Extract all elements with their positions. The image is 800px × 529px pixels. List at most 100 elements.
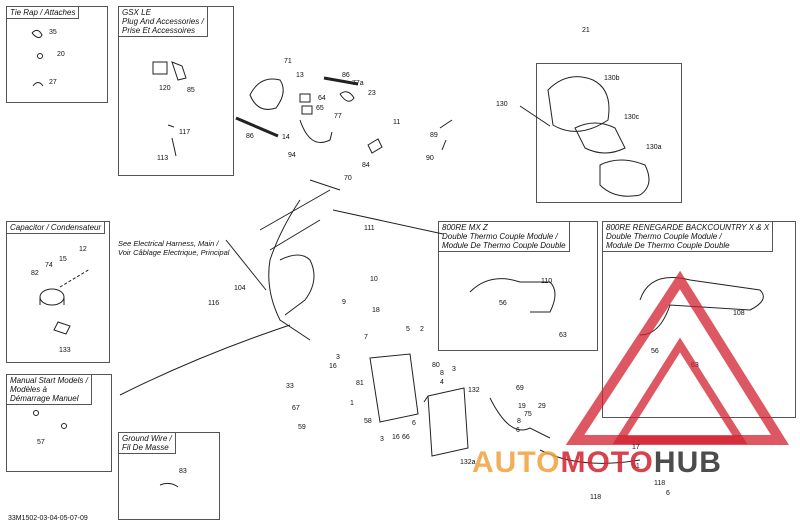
- callout-57: 57: [37, 439, 45, 446]
- group-box-130: [536, 63, 682, 203]
- callout-104: 104: [234, 285, 246, 292]
- callout-86: 86: [342, 72, 350, 79]
- plug-120: [152, 61, 168, 75]
- callout-17: 17: [632, 444, 640, 451]
- callout-6c: 6: [516, 427, 520, 434]
- callout-108: 108: [733, 310, 745, 317]
- wire-17: [539, 449, 641, 464]
- callout-8b: 8: [517, 418, 521, 425]
- callout-18: 18: [372, 307, 380, 314]
- callout-4: 4: [440, 379, 444, 386]
- callout-15: 15: [59, 256, 67, 263]
- tie-rap-20: [37, 53, 43, 59]
- watermark-hub: HUB: [653, 446, 722, 479]
- callout-16a: 16: [329, 363, 337, 370]
- callout-3b: 3: [380, 436, 384, 443]
- callout-120: 120: [159, 85, 171, 92]
- inset-tie-rap-title: Tie Rap / Attaches: [7, 7, 80, 19]
- tie-rap-35: [31, 29, 43, 39]
- callout-74: 74: [45, 262, 53, 269]
- wire-19: [489, 397, 551, 439]
- strap-86a: [235, 116, 279, 138]
- module-110: [469, 278, 556, 313]
- inset-capacitor: Capacitor / Condensateur 82 74 15 12 133: [6, 221, 110, 363]
- callout-82: 82: [31, 270, 39, 277]
- callout-3a: 3: [336, 354, 340, 361]
- bracket-133: [53, 321, 71, 335]
- callout-84: 84: [362, 162, 370, 169]
- callout-11: 11: [393, 119, 401, 126]
- callout-5: 5: [406, 326, 410, 333]
- callout-20: 20: [57, 51, 65, 58]
- callout-81: 81: [356, 380, 364, 387]
- lens-130c: [574, 122, 626, 154]
- callout-10: 10: [370, 276, 378, 283]
- capacitor-82: [39, 288, 65, 306]
- tie-rap-27: [32, 82, 44, 87]
- inset-manual-start-title: Manual Start Models / Modèles à Démarrag…: [7, 375, 92, 405]
- callout-71: 71: [284, 58, 292, 65]
- callout-133: 133: [59, 347, 71, 354]
- callout-13: 13: [296, 72, 304, 79]
- watermark-moto: MOTO: [560, 446, 654, 479]
- watermark-auto: AUTO: [472, 446, 561, 479]
- callout-130c: 130c: [624, 114, 640, 121]
- callout-35: 35: [49, 29, 57, 36]
- callout-56: 56: [499, 300, 507, 307]
- diagram-reference-code: 33M1502-03-04-05-07-09: [8, 515, 88, 522]
- callout-69: 69: [516, 385, 524, 392]
- harness-94: [299, 119, 333, 143]
- inset-capacitor-title: Capacitor / Condensateur: [7, 222, 106, 234]
- callout-12: 12: [79, 246, 87, 253]
- callout-6a: 6: [412, 420, 416, 427]
- bracket-80: [369, 353, 419, 423]
- inset-gsx-le-title: GSX LE Plug And Accessories / Prise Et A…: [119, 7, 208, 37]
- inset-manual-start: Manual Start Models / Modèles à Démarrag…: [6, 374, 112, 472]
- callout-132a: 132a: [460, 459, 476, 466]
- callout-85: 85: [187, 87, 195, 94]
- inset-tie-rap: Tie Rap / Attaches 35 20 27: [6, 6, 108, 103]
- inset-mxz-title: 800RE MX Z Double Thermo Couple Module /…: [439, 222, 570, 252]
- callout-117: 117: [179, 129, 191, 136]
- part-57b: [61, 423, 67, 429]
- callout-91: 91: [632, 463, 640, 470]
- callout-7: 7: [364, 334, 368, 341]
- part-57a: [33, 410, 39, 416]
- callout-21: 21: [582, 27, 590, 34]
- callout-14: 14: [282, 134, 290, 141]
- part-77a: [339, 91, 355, 102]
- callout-75: 75: [524, 411, 532, 418]
- gauge-130a: [599, 159, 650, 197]
- inset-ground-wire-title: Ground Wire / Fil De Masse: [119, 433, 176, 454]
- main-harness: [119, 179, 341, 396]
- callout-16b: 16: [392, 434, 400, 441]
- callout-118a: 118: [590, 494, 602, 501]
- module-108: [639, 277, 764, 336]
- callout-111: 111: [364, 225, 375, 232]
- callout-8a: 8: [440, 370, 444, 377]
- callout-67: 67: [292, 405, 300, 412]
- callout-118b: 118: [654, 480, 666, 487]
- watermark-text: AUTOMOTOHUB: [472, 446, 722, 480]
- callout-90: 90: [426, 155, 434, 162]
- callout-113: 113: [157, 155, 169, 162]
- harness-branches: [259, 189, 331, 251]
- callout-19: 19: [518, 403, 526, 410]
- switch-housing-71: [249, 78, 284, 110]
- callout-65: 65: [316, 105, 324, 112]
- callout-33: 33: [286, 383, 294, 390]
- callout-130a: 130a: [646, 144, 662, 151]
- callout-64: 64: [318, 95, 326, 102]
- callout-2: 2: [420, 326, 424, 333]
- accessory-117-113: [167, 124, 177, 157]
- accessory-85: [171, 61, 187, 81]
- main-harness-note: See Electrical Harness, Main / Voir Câbl…: [118, 239, 230, 257]
- callout-94: 94: [288, 152, 296, 159]
- callout-23: 23: [368, 90, 376, 97]
- callout-89: 89: [430, 132, 438, 139]
- callout-59: 59: [298, 424, 306, 431]
- inset-renegade-title: 800RE RENEGARDE BACKCOUNTRY X & X Double…: [603, 222, 774, 252]
- callout-77a: 77a: [352, 80, 364, 87]
